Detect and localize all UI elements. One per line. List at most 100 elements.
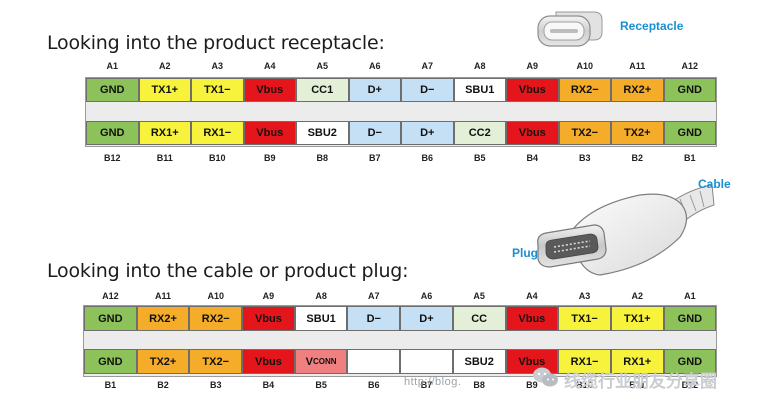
- pin-label: A10: [207, 291, 224, 301]
- cable-callout: Cable: [698, 177, 731, 191]
- pin-cell: CC: [452, 306, 506, 331]
- pin-label: A8: [315, 291, 327, 301]
- pin-cell: D−: [401, 78, 454, 102]
- pin-label: B6: [368, 380, 380, 390]
- pin-cell: Vbus: [243, 78, 296, 102]
- pin-cell: TX2−: [558, 121, 611, 145]
- pin-label: B4: [526, 153, 538, 163]
- pin-cell: GND: [84, 306, 137, 331]
- pin-cell: RX1−: [191, 121, 244, 145]
- pin-label: A7: [368, 291, 380, 301]
- pin-cell: Vbus: [506, 78, 559, 102]
- pin-label: A1: [106, 61, 118, 71]
- account-watermark: 线缆行业朋友分享圈: [564, 372, 717, 392]
- pin-cell: Vbus: [242, 349, 295, 374]
- pin-label: A6: [368, 61, 381, 71]
- pin-cell: GND: [663, 121, 716, 145]
- pin-cell: D+: [348, 78, 401, 102]
- pin-cell: GND: [84, 349, 137, 374]
- pin-label: B2: [157, 380, 169, 390]
- pin-cell: D+: [401, 121, 454, 145]
- pin-label: A5: [473, 291, 485, 301]
- pin-label: A3: [578, 291, 591, 301]
- pin-cell: RX1+: [138, 121, 191, 145]
- pin-cell: SBU1: [453, 78, 506, 102]
- pin-cell: SBU2: [296, 121, 349, 145]
- pin-cell: GND: [663, 306, 717, 331]
- pin-label: B3: [578, 153, 591, 163]
- pin-label: B7: [420, 380, 433, 390]
- pin-label: B4: [262, 380, 275, 390]
- pin-label: A9: [262, 291, 275, 301]
- pin-cell: RX2+: [136, 306, 190, 331]
- pin-label: B11: [156, 153, 173, 163]
- pin-cell: [400, 349, 453, 374]
- pin-cell: Vbus: [242, 306, 295, 331]
- plug-heading: Looking into the cable or product plug:: [47, 260, 409, 282]
- pin-label: B1: [104, 380, 117, 390]
- pin-label: A11: [155, 291, 172, 301]
- pin-label: B10: [208, 153, 226, 163]
- pin-cell: D−: [348, 121, 401, 145]
- pin-cell: GND: [86, 78, 139, 102]
- pin-label: A5: [316, 61, 328, 71]
- pin-label: A7: [421, 61, 433, 71]
- pin-cell: RX2−: [189, 306, 243, 331]
- pin-label: A6: [420, 291, 433, 301]
- pin-cell: RX1+: [610, 349, 664, 374]
- pin-label: A3: [211, 61, 223, 71]
- receptacle-callout: Receptacle: [620, 19, 684, 33]
- pin-cell: TX1+: [610, 306, 664, 331]
- plug-cable-illustration: [537, 184, 715, 276]
- pin-label: B8: [473, 380, 485, 390]
- pin-label: A2: [158, 61, 171, 71]
- pin-label: A12: [102, 291, 119, 301]
- pin-cell: TX1−: [191, 78, 244, 102]
- pin-cell: SBU2: [452, 349, 506, 374]
- pin-cell: TX2−: [189, 349, 243, 374]
- pin-cell: GND: [663, 349, 717, 374]
- pin-cell: TX1−: [558, 306, 611, 331]
- pin-cell: TX2+: [611, 121, 664, 145]
- pin-label: A4: [263, 61, 276, 71]
- pin-label: B1: [683, 153, 696, 163]
- pin-cell: CC2: [453, 121, 506, 145]
- pin-label: A1: [684, 291, 696, 301]
- pin-cell: Vbus: [505, 349, 559, 374]
- pin-cell: TX1+: [138, 78, 191, 102]
- pin-label: B9: [526, 380, 538, 390]
- receptacle-illustration: [537, 11, 603, 47]
- pin-label: B12: [681, 380, 699, 390]
- wechat-icon: [533, 367, 558, 387]
- pin-label: A4: [526, 291, 538, 301]
- pin-cell: D+: [400, 306, 453, 331]
- pin-label: B8: [316, 153, 328, 163]
- pin-cell: RX2−: [558, 78, 611, 102]
- pin-label: B7: [368, 153, 381, 163]
- pin-cell: SBU1: [294, 306, 348, 331]
- pin-cell: GND: [86, 121, 139, 145]
- blog-watermark: http://blog.: [404, 376, 462, 388]
- pin-cell: GND: [663, 78, 716, 102]
- pin-cell: TX2+: [136, 349, 190, 374]
- pin-cell: [347, 349, 401, 374]
- pin-label: B10: [576, 380, 593, 390]
- pin-cell: RX2+: [611, 78, 664, 102]
- pin-label: B5: [473, 153, 486, 163]
- pin-label: A12: [681, 61, 698, 71]
- pin-label: B12: [103, 153, 121, 163]
- pin-label: A8: [473, 61, 486, 71]
- receptacle-heading: Looking into the product receptacle:: [47, 32, 385, 54]
- pin-cell: Vbus: [243, 121, 296, 145]
- pin-label: B9: [263, 153, 276, 163]
- pin-label: B2: [631, 153, 643, 163]
